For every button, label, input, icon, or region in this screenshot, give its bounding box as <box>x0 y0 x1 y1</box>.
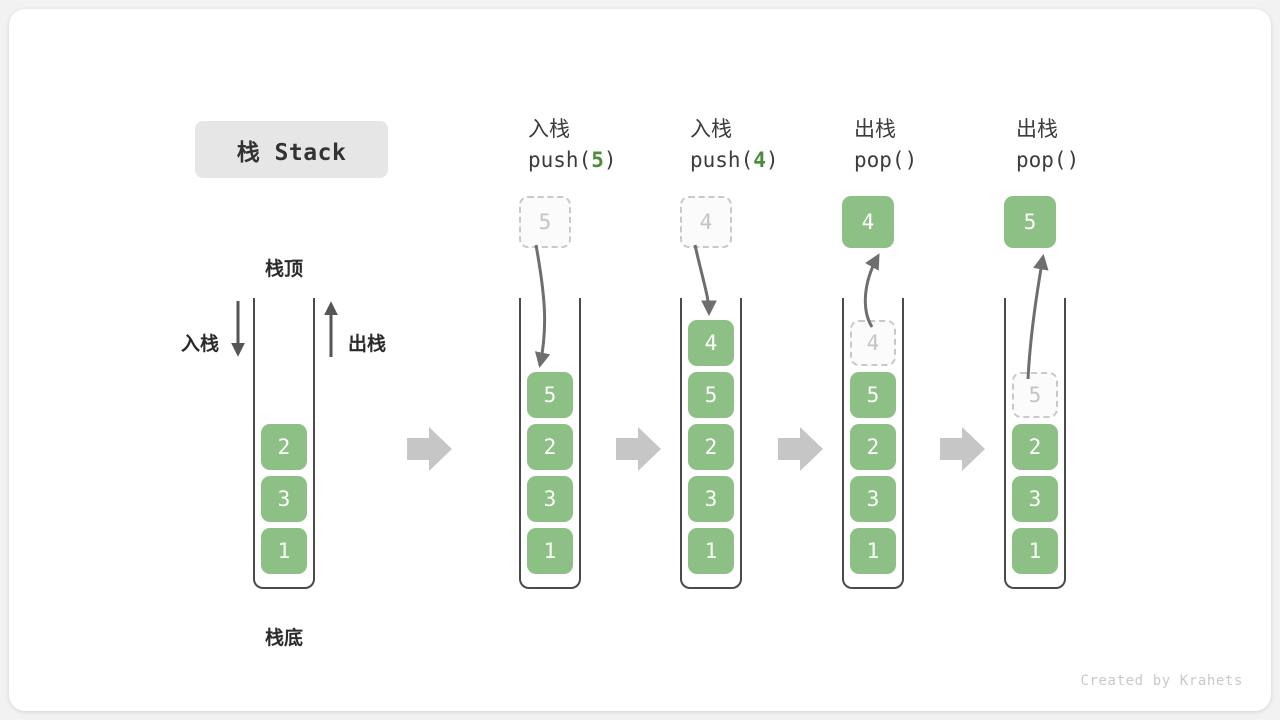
stack-tube-push-4 <box>680 298 742 589</box>
incoming-ghost-cell: 4 <box>680 196 732 248</box>
stack-tube-initial <box>253 298 315 589</box>
code-prefix: pop( <box>1016 148 1067 173</box>
title-badge: 栈 Stack <box>195 121 388 178</box>
stack-cell: 3 <box>688 476 734 522</box>
separator-arrow-icon-3 <box>778 427 823 471</box>
pop-side-label: 出栈 <box>348 334 387 355</box>
column-header-code-pop-1: pop() <box>854 145 1024 175</box>
stack-cell: 1 <box>527 528 573 574</box>
code-suffix: ) <box>1066 148 1080 173</box>
stack-bottom-label: 栈底 <box>265 628 304 649</box>
code-suffix: ) <box>904 148 918 173</box>
code-number: 5 <box>591 148 604 173</box>
incoming-ghost-cell: 5 <box>519 196 571 248</box>
stack-cell: 5 <box>527 372 573 418</box>
ghost-cell-in-stack: 4 <box>850 320 896 366</box>
stack-cell: 4 <box>688 320 734 366</box>
stack-tube-pop-2 <box>1004 298 1066 589</box>
stack-cell: 2 <box>1012 424 1058 470</box>
column-header-cn-pop-2: 出栈 <box>1016 118 1058 141</box>
stack-cell: 3 <box>261 476 307 522</box>
stack-cell: 1 <box>261 528 307 574</box>
popped-cell: 4 <box>842 196 894 248</box>
stack-cell: 2 <box>261 424 307 470</box>
push-side-label: 入栈 <box>181 334 220 355</box>
separator-arrow-icon-2 <box>616 427 661 471</box>
column-header-pop-2: 出栈 pop() <box>1016 115 1186 176</box>
separator-arrow-icon-4 <box>940 427 985 471</box>
stack-cell: 2 <box>527 424 573 470</box>
ghost-cell-in-stack: 5 <box>1012 372 1058 418</box>
stack-top-label: 栈顶 <box>265 259 304 280</box>
popped-cell: 5 <box>1004 196 1056 248</box>
column-header-cn-pop-1: 出栈 <box>854 118 896 141</box>
code-number: 4 <box>753 148 766 173</box>
column-header-code-push-4: push(4) <box>690 145 860 175</box>
stack-tube-pop-1 <box>842 298 904 589</box>
stack-cell: 5 <box>688 372 734 418</box>
code-prefix: push( <box>690 148 754 173</box>
stack-cell: 1 <box>688 528 734 574</box>
footer-credit: Created by Krahets <box>1080 673 1243 689</box>
stack-tube-push-5 <box>519 298 581 589</box>
column-header-pop-1: 出栈 pop() <box>854 115 1024 176</box>
stack-cell: 5 <box>850 372 896 418</box>
code-prefix: pop( <box>854 148 905 173</box>
stack-cell: 2 <box>850 424 896 470</box>
separator-arrow-icon-1 <box>407 427 452 471</box>
stack-cell: 3 <box>1012 476 1058 522</box>
column-header-push-5: 入栈 push(5) <box>528 115 698 176</box>
column-header-cn-push-5: 入栈 <box>528 118 570 141</box>
diagram-card: 栈 Stack 入栈 push(5) 入栈 push(4) 出栈 pop() 出… <box>9 9 1271 711</box>
code-prefix: push( <box>528 148 592 173</box>
stack-cell: 1 <box>1012 528 1058 574</box>
stack-cell: 2 <box>688 424 734 470</box>
code-suffix: ) <box>603 148 617 173</box>
stack-cell: 3 <box>850 476 896 522</box>
column-header-code-push-5: push(5) <box>528 145 698 175</box>
stack-cell: 3 <box>527 476 573 522</box>
column-header-cn-push-4: 入栈 <box>690 118 732 141</box>
stack-cell: 1 <box>850 528 896 574</box>
column-header-code-pop-2: pop() <box>1016 145 1186 175</box>
column-header-push-4: 入栈 push(4) <box>690 115 860 176</box>
code-suffix: ) <box>765 148 779 173</box>
